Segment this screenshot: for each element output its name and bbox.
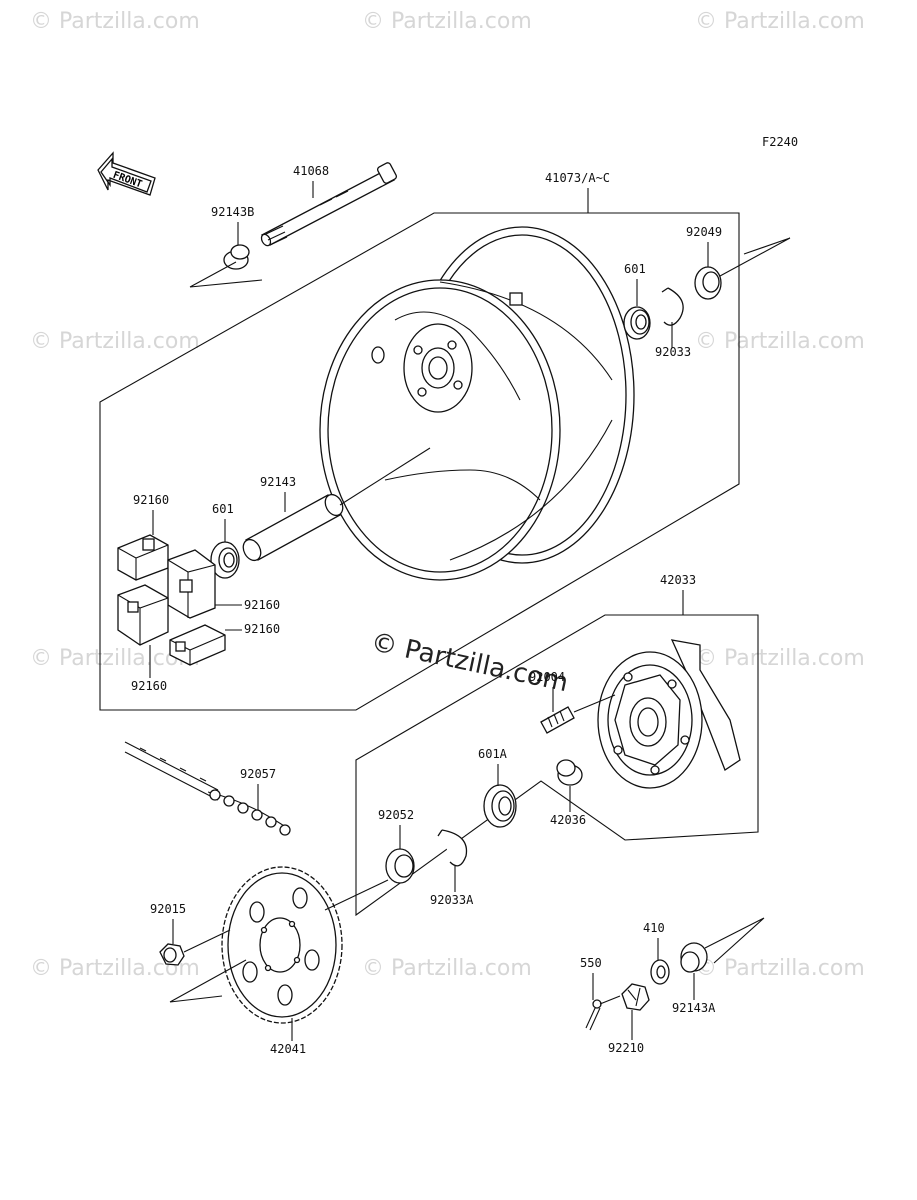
damper-92160-a (117, 534, 169, 581)
washer-410 (650, 959, 670, 985)
damper-92160-c (117, 584, 169, 646)
axle-41068 (260, 162, 397, 247)
damper-92160-b (167, 549, 216, 619)
oil-seal-92052 (385, 848, 415, 884)
watermark: © Partzilla.com (30, 329, 200, 354)
oil-seal-92049 (694, 266, 722, 300)
nut-92015 (159, 943, 185, 966)
bearing-601-top (623, 306, 651, 340)
label-92160-b: 92160 (244, 598, 280, 612)
watermark: © Partzilla.com (695, 9, 865, 34)
label-550: 550 (580, 956, 602, 970)
watermark: © Partzilla.com (30, 9, 200, 34)
label-601-top: 601 (624, 262, 646, 276)
label-92160-a: 92160 (133, 493, 169, 507)
figure-code: F2240 (762, 135, 798, 149)
label-92049: 92049 (686, 225, 722, 239)
label-92052: 92052 (378, 808, 414, 822)
bearing-601-left (210, 541, 240, 579)
cotter-pin-550 (585, 995, 621, 1031)
label-92160-c: 92160 (244, 622, 280, 636)
damper-92160-d (169, 624, 226, 666)
label-42041: 42041 (270, 1042, 306, 1056)
wheel-group-outline (99, 212, 740, 711)
watermark: © Partzilla.com (695, 329, 865, 354)
label-92004: 92004 (529, 670, 565, 684)
label-601A: 601A (478, 747, 508, 761)
circlip-92033A (437, 829, 468, 867)
castle-nut-92210 (621, 983, 650, 1011)
label-92143A: 92143A (672, 1001, 716, 1015)
label-92210: 92210 (608, 1041, 644, 1055)
label-41073: 41073/A~C (545, 171, 610, 185)
label-92015: 92015 (150, 902, 186, 916)
label-92033: 92033 (655, 345, 691, 359)
watermark: © Partzilla.com (362, 9, 532, 34)
front-arrow-icon: FRONT (97, 151, 156, 196)
chain-92057 (124, 741, 291, 836)
label-601-left: 601 (212, 502, 234, 516)
watermark: © Partzilla.com (695, 956, 865, 981)
collar-92143A (680, 942, 708, 973)
hub-group-outline (355, 614, 759, 917)
collar-42036 (556, 759, 583, 786)
circlip-92033 (661, 287, 684, 326)
label-92033A: 92033A (430, 893, 474, 907)
label-42033: 42033 (660, 573, 696, 587)
collar-92143 (242, 493, 344, 562)
label-42036: 42036 (550, 813, 586, 827)
label-410: 410 (643, 921, 665, 935)
watermark: © Partzilla.com (695, 646, 865, 671)
label-92160-d: 92160 (131, 679, 167, 693)
rear-wheel-41073 (319, 226, 635, 581)
label-92057: 92057 (240, 767, 276, 781)
label-92143B: 92143B (211, 205, 254, 219)
bearing-601A (483, 784, 517, 828)
center-watermark: © Partzilla.com (368, 627, 570, 698)
watermark: © Partzilla.com (362, 956, 532, 981)
collar-92143B (223, 244, 250, 270)
label-92143: 92143 (260, 475, 296, 489)
coupling-42033 (597, 639, 741, 789)
sprocket-42041 (221, 866, 343, 1024)
stud-92004 (540, 706, 575, 734)
label-41068: 41068 (293, 164, 329, 178)
